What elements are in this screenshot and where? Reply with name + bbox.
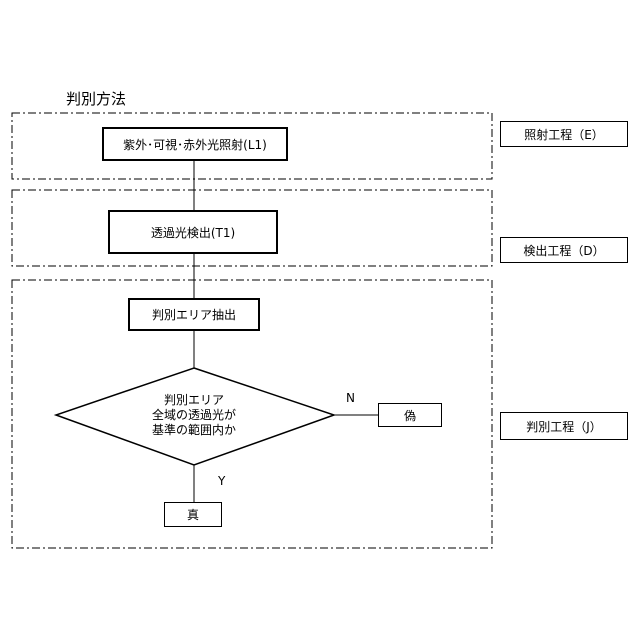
step-irradiation-label: 紫外･可視･赤外光照射(L1) [123,136,267,153]
phase-label-irradiation: 照射工程（E） [500,121,628,147]
result-true-box: 真 [164,502,222,527]
result-true-label: 真 [187,506,199,523]
phase-label-judgment-text: 判別工程（J） [526,418,602,435]
decision-line-3: 基準の範囲内か [134,423,254,438]
step-extraction-label: 判別エリア抽出 [152,306,236,323]
phase-label-detection-text: 検出工程（D） [523,242,604,259]
phase-label-detection: 検出工程（D） [500,237,628,263]
decision-line-2: 全域の透過光が [134,408,254,423]
decision-line-1: 判別エリア [134,393,254,408]
result-false-label: 偽 [404,407,416,424]
diagram-title: 判別方法 [66,88,126,109]
branch-label-no: N [346,391,355,405]
step-irradiation: 紫外･可視･赤外光照射(L1) [102,127,288,161]
step-extraction: 判別エリア抽出 [128,298,260,331]
decision-text: 判別エリア 全域の透過光が 基準の範囲内か [134,393,254,438]
phase-label-irradiation-text: 照射工程（E） [524,126,604,143]
result-false-box: 偽 [378,403,442,427]
branch-label-yes: Y [218,474,225,488]
step-detection: 透過光検出(T1) [108,210,278,254]
step-detection-label: 透過光検出(T1) [151,224,235,241]
phase-label-judgment: 判別工程（J） [500,412,628,440]
